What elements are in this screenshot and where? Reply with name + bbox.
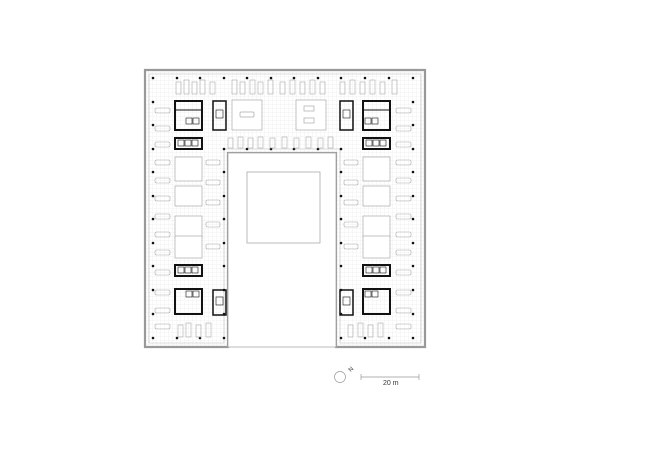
core-top-right [339, 100, 391, 150]
tables-edges [154, 107, 412, 330]
north-arrow: N [334, 366, 355, 383]
courtyard [227, 152, 337, 348]
workstations [175, 79, 398, 338]
core-bottom-left [174, 264, 227, 316]
core-top-left [174, 100, 227, 150]
scale-bar [360, 374, 420, 380]
structural-columns [151, 76, 415, 340]
scale-bar-label: 20 m [383, 380, 399, 387]
north-label: N [348, 366, 355, 373]
courtyard-inner-square [246, 171, 321, 244]
meeting-rooms [174, 99, 391, 259]
core-bottom-right [339, 264, 391, 316]
